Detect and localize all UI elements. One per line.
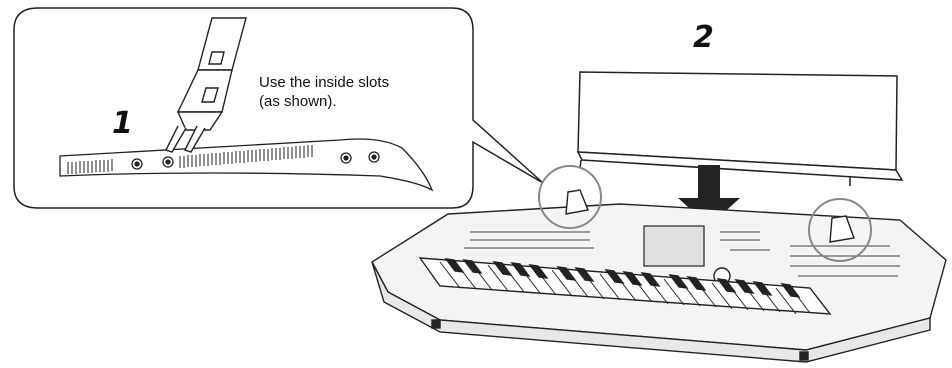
keyboard-icon xyxy=(372,204,946,362)
caption-line-1: Use the inside slots xyxy=(259,73,389,92)
music-stand-icon xyxy=(578,72,902,186)
callout-caption: Use the inside slots (as shown). xyxy=(259,73,389,111)
step-2-label: 2 xyxy=(693,20,714,55)
caption-line-2: (as shown). xyxy=(259,92,389,111)
stand-holder-left xyxy=(566,190,588,214)
step-1-label: 1 xyxy=(112,106,133,141)
